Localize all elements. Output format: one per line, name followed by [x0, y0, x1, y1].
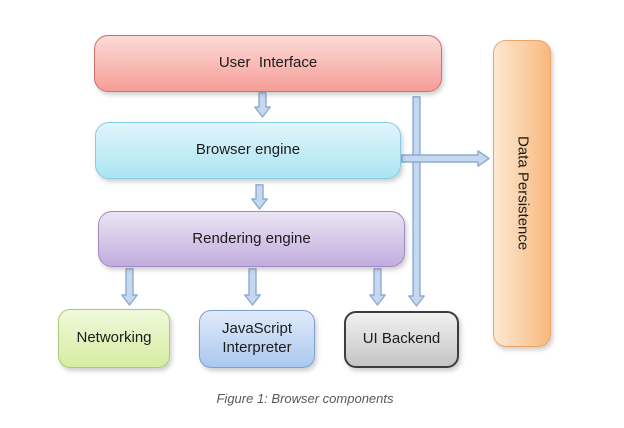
node-networking-label: Networking [76, 329, 152, 347]
arrow-rendering-engine-to-javascript-interpreter [244, 268, 261, 306]
node-rendering-engine-label: Rendering engine [192, 229, 311, 247]
node-user-interface: User Interface [94, 35, 442, 92]
figure-caption: Figure 1: Browser components [216, 391, 394, 406]
node-data-persistence-label: Data Persistence [514, 136, 532, 251]
node-browser-engine-label: Browser engine [195, 141, 301, 159]
arrow-browser-engine-to-rendering-engine [251, 184, 268, 210]
node-rendering-engine: Rendering engine [98, 211, 405, 267]
node-browser-engine: Browser engine [95, 122, 401, 179]
node-ui-backend: UI Backend [344, 311, 459, 368]
arrow-rendering-engine-to-ui-backend [369, 268, 386, 306]
arrow-rendering-engine-to-networking [121, 268, 138, 306]
arrow-user-interface-to-ui-backend [408, 96, 425, 307]
node-user-interface-label: User Interface [218, 54, 318, 72]
node-ui-backend-label: UI Backend [362, 330, 441, 348]
node-javascript-interpreter-label: JavaScript Interpreter [221, 320, 297, 356]
node-networking: Networking [58, 309, 170, 368]
arrow-browser-engine-to-data-persistence [401, 150, 490, 167]
node-data-persistence: Data Persistence [493, 40, 551, 347]
node-javascript-interpreter: JavaScript Interpreter [199, 310, 315, 368]
arrow-user-interface-to-browser-engine [254, 92, 271, 118]
